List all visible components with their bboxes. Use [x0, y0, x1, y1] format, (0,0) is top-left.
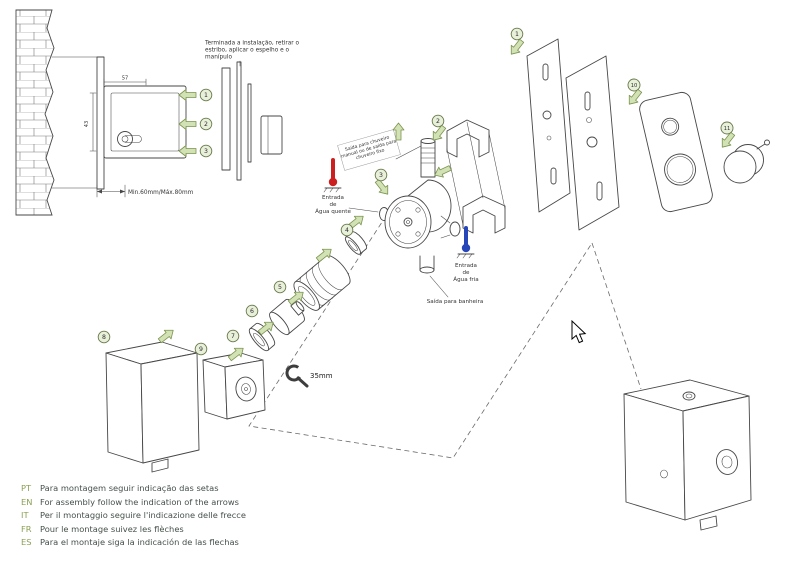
svg-text:Água quente: Água quente — [315, 208, 351, 215]
green-arrow-icon — [431, 162, 454, 181]
tub-outlet-label: Saída para banheira — [427, 298, 484, 305]
finish-parts-exploded: 1 10 11 — [506, 27, 770, 231]
callout-3: 3 — [374, 168, 388, 182]
svg-text:1: 1 — [204, 92, 208, 99]
cold-inlet-port — [449, 221, 461, 237]
instruction-text-en: For assembly follow the indication of th… — [40, 496, 239, 507]
svg-text:Entrada: Entrada — [322, 195, 344, 201]
svg-text:estribo, aplicar o espelho e o: estribo, aplicar o espelho e o — [205, 48, 289, 54]
control-unit-box — [105, 341, 200, 473]
svg-text:manípulo: manípulo — [205, 54, 232, 61]
svg-text:4: 4 — [345, 227, 349, 234]
callout-3-wall: 3 — [199, 144, 213, 158]
keyhole-detail — [117, 131, 142, 147]
callout-7: 7 — [226, 329, 240, 343]
svg-text:3: 3 — [379, 172, 383, 179]
svg-text:Água fria: Água fria — [453, 276, 478, 283]
callout-11: 11 — [720, 121, 734, 135]
instruction-row-it: IT Per il montaggio seguire l'indicazione… — [21, 510, 246, 524]
height-dimension-value: 43 — [84, 121, 90, 127]
instructions-list: PT Para montagem seguir indicação das set… — [21, 483, 246, 551]
thermometer-hot-icon — [323, 158, 342, 193]
svg-text:2: 2 — [436, 118, 440, 125]
hot-inlet-label: Entrada de Água quente — [315, 195, 351, 215]
instruction-text-pt: Para montagem seguir indicação das setas — [40, 483, 219, 493]
trim-ring — [248, 322, 276, 352]
callout-8: 8 — [97, 330, 111, 344]
shower-outlet-label: Saída para chuveiro manual ou de saída p… — [337, 129, 401, 171]
callout-4: 4 — [340, 223, 354, 237]
mounting-plate-b — [565, 55, 620, 231]
language-code-es: ES — [21, 537, 32, 548]
svg-text:9: 9 — [199, 346, 203, 353]
finished-wall-line — [96, 56, 105, 190]
svg-text:2: 2 — [204, 121, 208, 128]
callout-1-wall: 1 — [199, 88, 213, 102]
svg-text:Entrada: Entrada — [455, 263, 477, 269]
svg-text:de: de — [463, 270, 471, 276]
cartridge — [269, 298, 305, 336]
depth-range-label: Min.60mm/Máx.80mm — [128, 189, 194, 196]
brick-wall — [15, 9, 55, 216]
language-code-pt: PT — [21, 483, 32, 493]
callout-2: 2 — [431, 114, 445, 128]
instruction-row-fr: FR Pour le montage suivez les flèches — [21, 524, 246, 538]
assembled-unit — [623, 379, 752, 531]
valve-body — [379, 138, 461, 274]
language-code-fr: FR — [21, 523, 32, 534]
control-knob — [723, 139, 770, 184]
escutcheon-plate — [639, 91, 713, 213]
mouse-pointer-icon — [571, 319, 587, 344]
height-dimension: 43 — [84, 92, 97, 152]
svg-text:7: 7 — [231, 333, 235, 340]
callout-1: 1 — [510, 27, 524, 41]
extension-rod-2 — [247, 83, 252, 163]
mounting-plate-a — [526, 38, 571, 213]
thermometer-cold-icon — [456, 226, 475, 259]
wall-cross-section: 57 43 Min.60mm/Máx.80mm Terminada a inst… — [15, 9, 299, 216]
instruction-text-it: Per il montaggio seguire l'indicazione d… — [40, 510, 246, 521]
valve-face — [384, 195, 432, 249]
mounting-bracket — [446, 119, 506, 234]
svg-text:de: de — [330, 202, 338, 208]
callout-10: 10 — [627, 78, 641, 92]
mirror-panel — [221, 67, 231, 171]
svg-text:5: 5 — [278, 284, 282, 291]
installation-note: Terminada a instalação, retirar o estrib… — [204, 41, 299, 67]
shower-outlet-pipe — [420, 138, 436, 178]
language-code-en: EN — [21, 496, 33, 507]
recessed-box — [103, 85, 187, 159]
callout-9: 9 — [194, 342, 208, 356]
svg-text:8: 8 — [102, 334, 106, 341]
instruction-text-fr: Pour le montage suivez les flèches — [40, 523, 184, 534]
extension-rod — [236, 61, 242, 181]
svg-text:6: 6 — [250, 308, 254, 315]
svg-text:10: 10 — [631, 83, 638, 89]
callout-2-wall: 2 — [199, 117, 213, 131]
handle-part — [260, 115, 283, 155]
dashed-guide-lines — [248, 215, 642, 459]
wrench-size-label: 35mm — [310, 372, 333, 380]
width-dimension-value: 57 — [122, 76, 128, 82]
tub-outlet-port — [419, 255, 435, 274]
wrench-icon — [285, 364, 309, 388]
instruction-row-pt: PT Para montagem seguir indicação das set… — [21, 483, 246, 497]
svg-text:11: 11 — [724, 126, 731, 132]
depth-dimension: Min.60mm/Máx.80mm — [96, 184, 194, 198]
callout-5: 5 — [273, 280, 287, 294]
handle-box — [202, 352, 266, 420]
svg-text:Terminada a instalação, retira: Terminada a instalação, retirar o — [204, 41, 299, 47]
valve-exploded-view: Saída para chuveiro manual ou de saída p… — [97, 114, 506, 473]
cold-inlet-label: Entrada de Água fria — [453, 263, 478, 283]
instruction-row-es: ES Para el montaje siga la indicación de … — [21, 537, 246, 551]
green-arrow-icon — [506, 36, 527, 59]
trim-sleeve — [293, 255, 351, 311]
callout-6: 6 — [245, 304, 259, 318]
svg-text:1: 1 — [515, 31, 519, 38]
language-code-it: IT — [21, 510, 29, 521]
instruction-text-es: Para el montaje siga la indicación de la… — [40, 537, 239, 548]
svg-text:3: 3 — [204, 148, 208, 155]
width-dimension: 57 — [103, 76, 147, 86]
instruction-row-en: EN For assembly follow the indication of … — [21, 497, 246, 511]
